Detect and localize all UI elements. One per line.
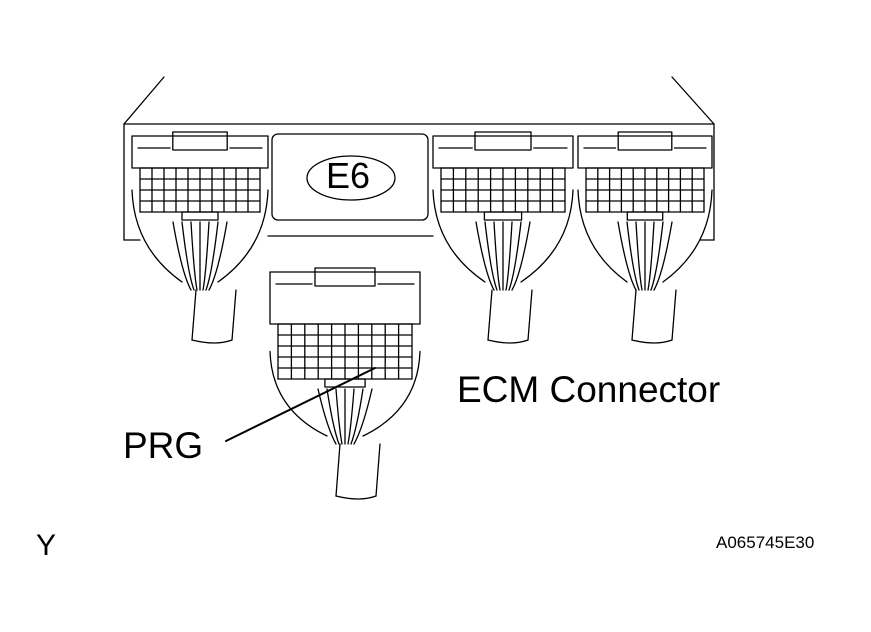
ecm-housing bbox=[123, 76, 715, 241]
prg-leader-line bbox=[225, 367, 376, 442]
e6-badge-window bbox=[271, 133, 429, 221]
corner-mark: Y bbox=[36, 529, 57, 562]
connector-center-right bbox=[432, 131, 574, 344]
connector-right bbox=[577, 131, 713, 344]
connector-left bbox=[131, 131, 269, 344]
ecm-connector-label: ECM Connector bbox=[457, 369, 721, 410]
figure-code: A065745E30 bbox=[716, 533, 815, 552]
prg-terminal-label: PRG bbox=[123, 425, 204, 466]
e6-badge-label: E6 bbox=[326, 155, 371, 196]
